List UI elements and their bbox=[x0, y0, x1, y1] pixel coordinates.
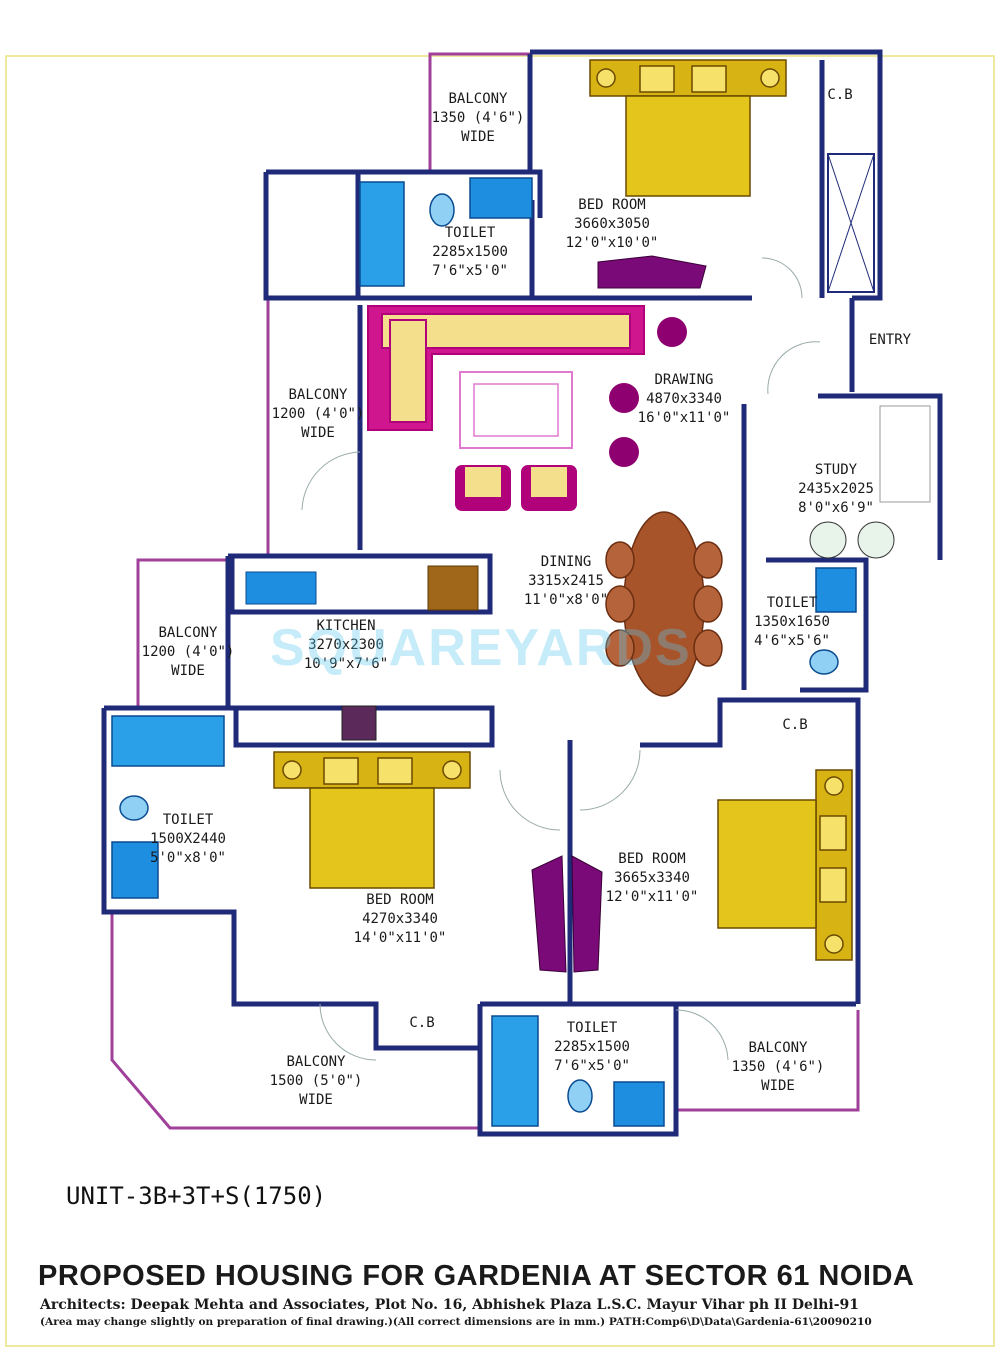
label-cb-top: C.B bbox=[827, 87, 853, 103]
bed-left bbox=[273, 751, 471, 889]
doors-bedroom bbox=[531, 255, 707, 973]
dining-table bbox=[605, 511, 723, 697]
label-cb-bottom: C.B bbox=[409, 1015, 435, 1031]
kitchen-sink bbox=[245, 571, 317, 605]
study-chair bbox=[857, 521, 895, 559]
rug-inner bbox=[473, 383, 559, 437]
disclaimer-line: (Area may change slightly on preparation… bbox=[40, 1316, 872, 1328]
sofa bbox=[367, 305, 645, 431]
architects-line: Architects: Deepak Mehta and Associates,… bbox=[40, 1297, 860, 1313]
bed-right bbox=[717, 769, 853, 961]
page-title: PROPOSED HOUSING FOR GARDENIA AT SECTOR … bbox=[38, 1260, 915, 1292]
unit-label: UNIT-3B+3T+S(1750) bbox=[66, 1182, 327, 1210]
study-shelf bbox=[879, 405, 931, 503]
kitchen-hob bbox=[341, 705, 377, 741]
door-swings bbox=[301, 257, 821, 1061]
bed-top bbox=[589, 59, 787, 197]
label-cb-right: C.B bbox=[782, 717, 808, 733]
study-chair bbox=[809, 521, 847, 559]
watermark: SQUAREYARDS bbox=[270, 619, 692, 677]
armchairs bbox=[455, 465, 577, 511]
label-entry: ENTRY bbox=[868, 332, 912, 348]
page-border bbox=[5, 55, 995, 1347]
cb-shaft bbox=[827, 153, 875, 293]
stools bbox=[609, 317, 687, 467]
toilet-fixtures bbox=[111, 177, 857, 1127]
balcony-railings bbox=[110, 52, 860, 1130]
kitchen-fridge bbox=[427, 565, 479, 611]
